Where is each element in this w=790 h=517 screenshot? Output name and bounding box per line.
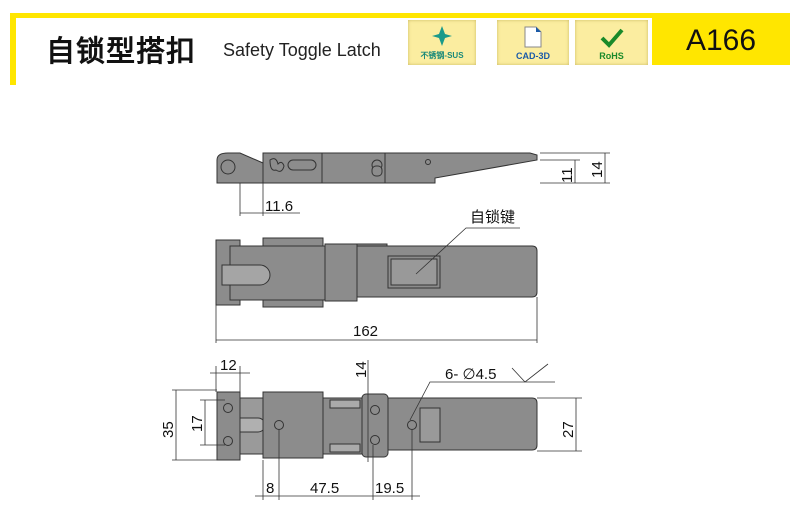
dim-hinge-height: 35 (160, 421, 177, 438)
header-frame-left (10, 13, 16, 85)
badge-label: CAD-3D (515, 51, 550, 61)
dim-offset: 11.6 (265, 198, 293, 215)
top-view (215, 237, 538, 308)
badge-cad: CAD-3D (497, 20, 569, 65)
hole-note: 6- ∅4.5 (445, 366, 496, 383)
sparkle-icon (432, 26, 452, 46)
dim-b: 47.5 (310, 480, 339, 497)
self-lock-key-callout: 自锁键 (470, 209, 515, 226)
badge-label: 不锈钢-SUS (420, 51, 464, 60)
dim-hinge-width: 12 (220, 357, 237, 374)
dim-length: 162 (353, 323, 378, 340)
checkmark-icon (600, 28, 624, 48)
bottom-view (216, 391, 538, 461)
product-title-cn: 自锁型搭扣 (46, 34, 197, 68)
dim-height-total: 14 (589, 161, 606, 178)
dimension-lines (172, 152, 610, 500)
document-icon (524, 26, 542, 48)
dim-lever-width: 27 (560, 421, 577, 438)
dim-hole-spacing-pivot: 14 (353, 361, 370, 378)
model-code: A166 (652, 17, 790, 65)
badge-rohs: RoHS (575, 20, 648, 65)
dim-c: 19.5 (375, 480, 404, 497)
dim-height-inner: 11 (559, 167, 576, 183)
dim-a: 8 (266, 480, 274, 497)
side-view (216, 152, 538, 184)
badge-label: RoHS (599, 51, 624, 61)
dim-hole-spacing-hinge: 17 (189, 415, 206, 432)
header-frame-top (10, 13, 790, 18)
product-title-en: Safety Toggle Latch (223, 40, 381, 60)
badge-stainless: 不锈钢-SUS (408, 20, 476, 65)
